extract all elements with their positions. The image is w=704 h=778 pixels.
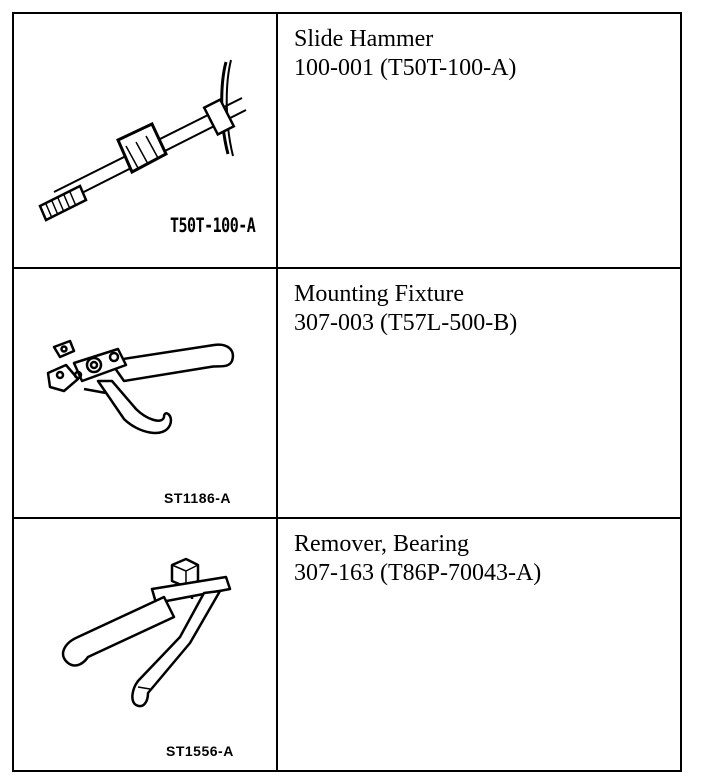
illustration-code: ST1186-A: [164, 490, 232, 506]
slide-hammer-icon: [38, 59, 247, 222]
tool-description-cell: Remover, Bearing 307-163 (T86P-70043-A): [280, 519, 680, 770]
illustration-code: T50T-100-A: [170, 214, 256, 238]
tool-number: 307-003 (T57L-500-B): [294, 310, 518, 336]
tool-number: 100-001 (T50T-100-A): [294, 55, 517, 81]
bearing-remover-icon: [61, 557, 232, 708]
tool-illustration-cell: T50T-100-A: [14, 14, 278, 267]
table-row: T50T-100-A Slide Hammer 100-001 (T50T-10…: [14, 14, 680, 269]
tool-description-cell: Mounting Fixture 307-003 (T57L-500-B): [280, 269, 680, 517]
top-rule: [0, 0, 160, 4]
tool-illustration-cell: ST1186-A: [14, 269, 278, 517]
illustration-code: ST1556-A: [166, 743, 234, 759]
tool-name: Mounting Fixture: [294, 281, 465, 307]
table-row: ST1186-A Mounting Fixture 307-003 (T57L-…: [14, 269, 680, 519]
mounting-fixture-icon: [46, 339, 235, 435]
special-tools-table: T50T-100-A Slide Hammer 100-001 (T50T-10…: [12, 12, 682, 772]
table-row: ST1556-A Remover, Bearing 307-163 (T86P-…: [14, 519, 680, 770]
tool-name: Remover, Bearing: [294, 531, 469, 557]
tool-illustration-cell: ST1556-A: [14, 519, 278, 770]
tool-name: Slide Hammer: [294, 26, 434, 52]
tool-number: 307-163 (T86P-70043-A): [294, 560, 542, 586]
tool-description-cell: Slide Hammer 100-001 (T50T-100-A): [280, 14, 680, 267]
